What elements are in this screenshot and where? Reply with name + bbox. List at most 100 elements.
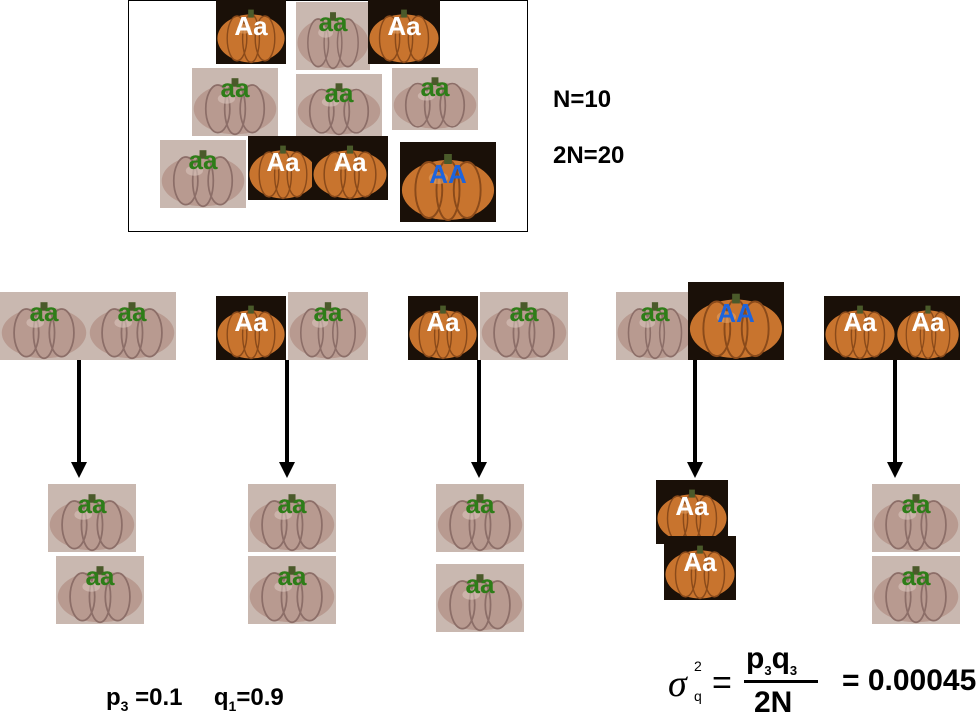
pumpkin-graphic bbox=[289, 302, 367, 360]
pumpkin-graphic bbox=[49, 494, 135, 552]
pumpkin-graphic bbox=[57, 566, 143, 624]
pumpkin-graphic bbox=[217, 9, 285, 64]
offspring-pumpkin: aa bbox=[872, 556, 960, 624]
numerator-p: p bbox=[746, 642, 765, 675]
parent-pumpkin: aa bbox=[616, 292, 694, 360]
genotype-label: Aa bbox=[234, 306, 268, 337]
offspring-pumpkin: aa bbox=[56, 556, 144, 624]
p-value: =0.1 bbox=[128, 684, 183, 711]
q-symbol: q bbox=[213, 684, 229, 711]
pumpkin-graphic bbox=[217, 305, 285, 360]
pumpkin-graphic bbox=[657, 489, 727, 544]
p-subscript: 3 bbox=[120, 697, 129, 714]
pumpkin-graphic bbox=[249, 566, 335, 624]
pumpkin-graphic bbox=[437, 574, 523, 632]
variance-formula: σ 2 q = p3q3 2N = 0.00045 bbox=[668, 640, 976, 720]
genotype-label: aa bbox=[313, 296, 343, 327]
population-size: N=10 bbox=[553, 86, 612, 113]
pumpkin-graphic bbox=[825, 305, 895, 360]
genotype-label: aa bbox=[29, 296, 59, 327]
genotype-label: aa bbox=[85, 560, 115, 591]
pumpkin-graphic bbox=[249, 145, 317, 200]
population-pumpkin: aa bbox=[160, 140, 246, 208]
p-symbol: p bbox=[106, 684, 121, 711]
parent-pumpkin: aa bbox=[480, 292, 568, 360]
population-pumpkin: aa bbox=[296, 2, 370, 70]
population-pumpkin: aa bbox=[392, 68, 478, 130]
genotype-label: aa bbox=[277, 488, 307, 519]
numerator-q: q bbox=[771, 642, 790, 675]
parent-pumpkin: Aa bbox=[408, 296, 478, 360]
population-pumpkin: aa bbox=[192, 68, 278, 136]
sigma-superscript: 2 bbox=[694, 658, 702, 674]
parent-pumpkin: Aa bbox=[824, 296, 896, 360]
genotype-label: aa bbox=[465, 568, 495, 599]
sigma-symbol: σ bbox=[668, 663, 687, 705]
offspring-pumpkin: Aa bbox=[656, 480, 728, 544]
pumpkin-graphic bbox=[897, 305, 959, 360]
formula-equals: = bbox=[712, 664, 732, 702]
q-value: =0.9 bbox=[236, 684, 284, 711]
fraction-bar bbox=[744, 680, 818, 683]
q-subscript: 1 bbox=[228, 697, 237, 714]
offspring-pumpkin: aa bbox=[248, 484, 336, 552]
genotype-label: aa bbox=[117, 296, 147, 327]
genotype-label: Aa bbox=[683, 546, 717, 577]
genotype-label: aa bbox=[420, 72, 450, 103]
pumpkin-graphic bbox=[393, 77, 477, 130]
genotype-label: Aa bbox=[675, 490, 709, 521]
offspring-pumpkin: aa bbox=[248, 556, 336, 624]
pumpkin-graphic bbox=[1, 302, 87, 360]
sigma-subscript: q bbox=[694, 688, 702, 704]
genotype-label: AA bbox=[429, 159, 467, 189]
population-pumpkin: aa bbox=[296, 74, 382, 136]
genotype-label: aa bbox=[465, 488, 495, 519]
genotype-label: aa bbox=[277, 560, 307, 591]
formula-result: = 0.00045 bbox=[842, 664, 976, 697]
formula-numerator: p3q3 bbox=[746, 642, 797, 678]
parent-pumpkin: Aa bbox=[216, 296, 286, 360]
genotype-label: Aa bbox=[843, 306, 877, 337]
genotype-label: Aa bbox=[426, 306, 460, 337]
population-pumpkin: Aa bbox=[312, 136, 388, 200]
genotype-label: aa bbox=[324, 78, 354, 109]
pumpkin-graphic bbox=[437, 494, 523, 552]
genotype-label: aa bbox=[640, 296, 670, 327]
parent-pumpkin: aa bbox=[88, 292, 176, 360]
arrow-pair-4 bbox=[687, 360, 703, 478]
offspring-pumpkin: aa bbox=[436, 564, 524, 632]
allele-frequencies: p3 =0.1 q1=0.9 bbox=[106, 684, 284, 714]
parent-pumpkin: Aa bbox=[896, 296, 960, 360]
arrow-pair-3 bbox=[471, 360, 487, 478]
parent-pumpkin: AA bbox=[688, 282, 784, 360]
genotype-label: Aa bbox=[266, 146, 300, 177]
offspring-pumpkin: Aa bbox=[664, 536, 736, 600]
offspring-pumpkin: aa bbox=[436, 484, 524, 552]
pumpkin-graphic bbox=[481, 302, 567, 360]
genotype-label: aa bbox=[901, 488, 931, 519]
arrow-pair-5 bbox=[887, 360, 903, 478]
pumpkin-graphic bbox=[193, 78, 277, 136]
population-pumpkin: Aa bbox=[216, 0, 286, 64]
pumpkin-graphic bbox=[369, 9, 439, 64]
arrow-pair-2 bbox=[279, 360, 295, 478]
pumpkin-graphic bbox=[401, 154, 495, 221]
numerator-q-subscript: 3 bbox=[789, 663, 798, 678]
pumpkin-graphic bbox=[297, 83, 381, 136]
pumpkin-graphic bbox=[617, 302, 693, 360]
allele-count: 2N=20 bbox=[553, 142, 625, 169]
parent-pumpkin: aa bbox=[288, 292, 368, 360]
population-pumpkin: Aa bbox=[248, 136, 318, 200]
pumpkin-graphic bbox=[409, 305, 477, 360]
population-pumpkin: Aa bbox=[368, 0, 440, 64]
pumpkin-graphic bbox=[873, 566, 959, 624]
genotype-label: aa bbox=[77, 488, 107, 519]
pumpkin-graphic bbox=[873, 494, 959, 552]
genotype-label: aa bbox=[901, 560, 931, 591]
pumpkin-graphic bbox=[249, 494, 335, 552]
pumpkin-graphic bbox=[665, 545, 735, 600]
population-box bbox=[128, 0, 528, 232]
pumpkin-graphic bbox=[689, 293, 783, 360]
genotype-label: Aa bbox=[387, 10, 421, 41]
numerator-p-subscript: 3 bbox=[764, 663, 772, 678]
